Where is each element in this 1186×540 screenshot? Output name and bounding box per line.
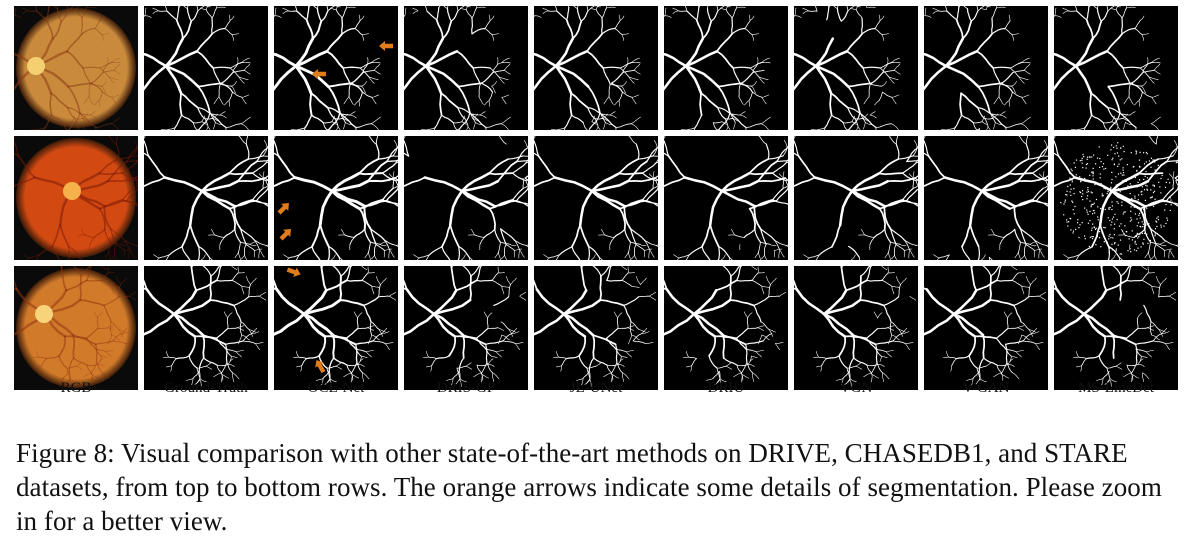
vessel-mask xyxy=(404,6,511,130)
tile-chasedb1-v-gan xyxy=(924,136,1048,260)
tile-stare-oce-net xyxy=(274,266,398,390)
tile-chasedb1-dris-gp xyxy=(404,136,528,260)
tile-stare-rgb xyxy=(14,266,138,390)
tile-chasedb1-ms-linedet xyxy=(1054,136,1178,260)
column-label: JL-UNet xyxy=(569,380,623,396)
vessel-mask xyxy=(794,6,901,130)
optic-disc xyxy=(63,182,81,200)
vessel-mask xyxy=(404,266,527,387)
tile-stare-vgn xyxy=(794,266,918,390)
orange-arrow-icon xyxy=(315,359,326,374)
fundus-disc xyxy=(16,268,136,388)
vessel-mask xyxy=(794,266,917,387)
tile-chasedb1-ground-truth xyxy=(144,136,268,260)
column-label: DRIU xyxy=(707,380,745,396)
vessel-mask xyxy=(274,136,398,260)
column-label: RGB xyxy=(60,380,92,396)
column-label: V-GAN xyxy=(962,380,1010,396)
vessel-mask xyxy=(534,266,657,387)
orange-arrow-icon xyxy=(286,267,301,278)
vessel-mask xyxy=(1054,6,1161,130)
vessel-mask xyxy=(534,136,658,260)
orange-arrow-icon xyxy=(379,41,393,51)
tile-drive-v-gan xyxy=(924,6,1048,130)
tile-stare-ms-linedet xyxy=(1054,266,1178,390)
tile-drive-rgb xyxy=(14,6,138,130)
tile-drive-driu xyxy=(664,6,788,130)
figure-caption: Figure 8: Visual comparison with other s… xyxy=(16,438,1162,536)
orange-arrow-icon xyxy=(279,229,291,241)
vessel-mask xyxy=(144,6,251,130)
tile-drive-vgn xyxy=(794,6,918,130)
orange-arrow-icon xyxy=(277,203,289,215)
vessel-mask xyxy=(274,266,397,387)
orange-arrow-icon xyxy=(312,69,326,79)
tile-drive-oce-net xyxy=(274,6,398,130)
tile-stare-v-gan xyxy=(924,266,1048,390)
vessel-mask xyxy=(924,266,1047,386)
column-label: Ground-Truth xyxy=(164,380,248,396)
tile-drive-ms-linedet xyxy=(1054,6,1178,130)
column-label: DRIS-GP xyxy=(436,380,496,396)
tile-chasedb1-rgb xyxy=(14,136,138,260)
column-label: MS-LineDet xyxy=(1078,380,1154,396)
tile-stare-jl-unet xyxy=(534,266,658,390)
vessel-mask xyxy=(1054,136,1178,260)
optic-disc xyxy=(27,57,45,75)
tile-drive-ground-truth xyxy=(144,6,268,130)
column-label: OCE-Net xyxy=(307,380,365,396)
tile-chasedb1-jl-unet xyxy=(534,136,658,260)
tile-drive-jl-unet xyxy=(534,6,658,130)
vessel-mask xyxy=(1054,266,1177,387)
tile-stare-dris-gp xyxy=(404,266,528,390)
vessel-mask xyxy=(794,136,918,260)
vessel-mask xyxy=(664,6,771,130)
vessel-mask xyxy=(924,6,1031,130)
tile-chasedb1-oce-net xyxy=(274,136,398,260)
tile-chasedb1-vgn xyxy=(794,136,918,260)
tile-chasedb1-driu xyxy=(664,136,788,260)
figure-grid xyxy=(14,6,1178,390)
tile-drive-dris-gp xyxy=(404,6,528,130)
vessel-mask xyxy=(664,266,787,387)
fundus-disc xyxy=(16,8,136,128)
optic-disc xyxy=(35,305,53,323)
vessel-mask xyxy=(664,136,788,260)
vessel-mask xyxy=(144,266,267,387)
vessel-mask xyxy=(144,136,268,260)
vessel-mask xyxy=(404,136,528,260)
column-label: VGN xyxy=(839,380,873,396)
vessel-mask xyxy=(534,6,641,130)
tile-stare-ground-truth xyxy=(144,266,268,390)
tile-stare-driu xyxy=(664,266,788,390)
vessel-mask xyxy=(274,6,381,130)
vessel-mask xyxy=(924,136,1048,260)
